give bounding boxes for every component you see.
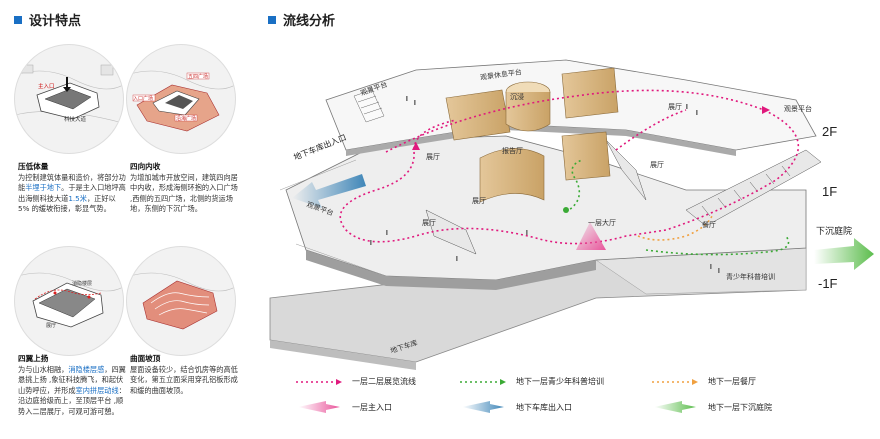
feature-caption-1: 压低体量 为控制建筑体量和造价，将部分功能半埋于地下。于是主入口地坪高出海侧科技…	[18, 162, 128, 215]
label-hall-5: 展厅	[650, 161, 664, 169]
main-entrance-arrow	[576, 222, 606, 250]
floor-label-1f: 1F	[822, 184, 838, 199]
left-title-text: 设计特点	[29, 14, 82, 29]
label-immersive: 沉浸	[510, 93, 524, 101]
label-sunken-courtyard: 下沉庭院	[816, 227, 853, 237]
legend-item-main-entrance: 一层主入口	[296, 401, 392, 413]
flow-analysis-diagram: 观景休息平台 观景平台 观景平台 观景平台 地下车库出入口 展厅 展厅 展厅 展…	[266, 40, 880, 370]
legend-item-garage-entrance: 地下车库出入口	[460, 401, 572, 413]
legend-item-youth-training: 地下一层青少年科普培训	[460, 376, 604, 387]
label-hall-1: 展厅	[426, 153, 440, 161]
inset-label-coastal-plaza: 沿海广场	[176, 116, 197, 122]
bullet-square-icon	[268, 16, 276, 24]
feature-text-2: 为增加城市开放空间，建筑四向居中内收，形成海侧环抱的入口广场 ,西侧的五四广场，…	[130, 172, 238, 214]
label-hall-4: 展厅	[422, 219, 436, 227]
legend-item-sunken-courtyard: 地下一层下沉庭院	[652, 401, 772, 413]
left-section-title: 设计特点	[14, 10, 81, 29]
feature-title-1: 压低体量	[18, 162, 49, 171]
label-lobby: 一层大厅	[588, 219, 616, 227]
garage-entrance-arrow	[292, 174, 366, 208]
sunken-courtyard-arrow	[814, 238, 874, 270]
label-hall-3: 展厅	[472, 197, 486, 205]
label-report-hall: 报告厅	[502, 147, 523, 155]
inset-diagram-wings	[14, 246, 124, 356]
inset-diagram-inward	[126, 44, 236, 154]
feature-caption-3: 四翼上扬 为与山水相融，消隐楼层感，四翼悬挑上扬 ,象征科技腾飞，和起伏山势呼应…	[18, 354, 128, 417]
inset-diagram-lower-volume	[14, 44, 124, 154]
inset-label-tech-avenue: 科技大道	[64, 117, 87, 123]
legend-item-restaurant: 地下一层餐厅	[652, 376, 756, 387]
label-youth-training: 青少年科普培训	[726, 273, 775, 281]
legend-item-exhibition-flow: 一层二层展览流线	[296, 376, 416, 387]
inset-label-54-square: 五四广场	[188, 74, 209, 80]
floor-label-2f: 2F	[822, 124, 838, 139]
label-hall-2: 展厅	[668, 103, 682, 111]
right-section-title: 流线分析	[268, 10, 335, 29]
feature-text-1: 为控制建筑体量和造价，将部分功能半埋于地下。于是主入口地坪高出海侧科技大道1.5…	[18, 172, 126, 214]
feature-text-4: 屋面设备较少，结合饥房等的高低变化，第五立面采用穿孔铝板形成和缓的曲面坡顶。	[130, 364, 238, 395]
label-scenic-platform-2: 观景平台	[784, 105, 812, 113]
inset-label-hall: 展厅	[46, 323, 57, 329]
feature-title-4: 曲面坡顶	[130, 354, 161, 363]
feature-caption-4: 曲面坡顶 屋面设备较少，结合饥房等的高低变化，第五立面采用穿孔铝板形成和缓的曲面…	[130, 354, 240, 396]
inset-label-main-entrance: 主入口	[38, 84, 55, 90]
bullet-square-icon	[14, 16, 22, 24]
feature-text-3: 为与山水相融，消隐楼层感，四翼悬挑上扬 ,象征科技腾飞，和起伏山势呼应，并形成室…	[18, 364, 126, 416]
inset-label-entrance-plaza: 入口广场	[133, 96, 154, 102]
feature-caption-2: 四向内收 为增加城市开放空间，建筑四向居中内收，形成海侧环抱的入口广场 ,西侧的…	[130, 162, 240, 215]
inset-label-hidden-floors: 消隐楼层	[72, 281, 93, 287]
inset-diagram-curved-roof	[126, 246, 236, 356]
right-title-text: 流线分析	[283, 14, 336, 29]
legend: 一层二层展览流线 地下一层青少年科普培训 地下一层餐厅 一层主入口 地下车库出入…	[296, 376, 876, 436]
floor-label-b1: -1F	[818, 276, 838, 291]
feature-title-2: 四向内收	[130, 162, 161, 171]
label-restaurant: 餐厅	[702, 221, 716, 229]
feature-title-3: 四翼上扬	[18, 354, 49, 363]
